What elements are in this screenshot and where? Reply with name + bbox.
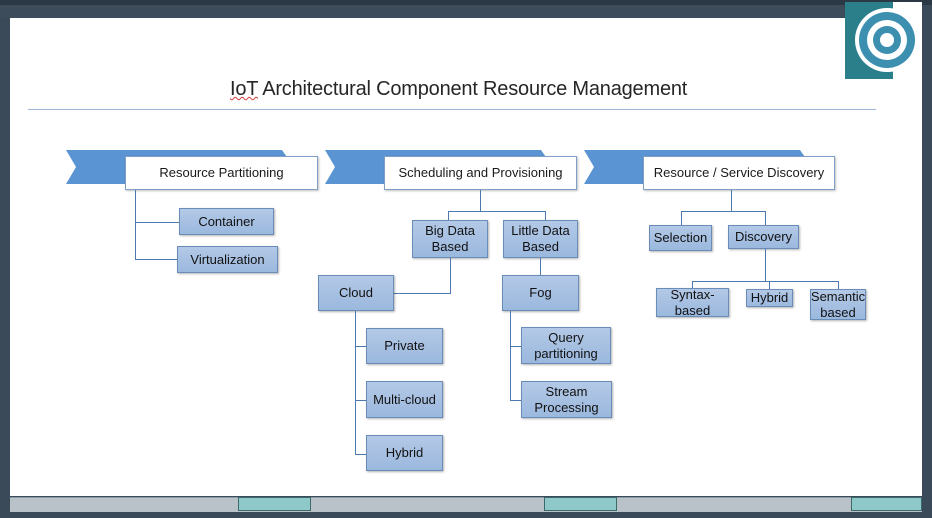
connector xyxy=(355,311,356,455)
connector xyxy=(681,211,682,225)
resource-partitioning-header: Resource Partitioning xyxy=(125,156,318,190)
connector xyxy=(480,190,481,211)
big-data-based-box: Big Data Based xyxy=(412,220,488,258)
resource-service-discovery-header: Resource / Service Discovery xyxy=(643,156,835,190)
connector xyxy=(510,311,511,401)
connector xyxy=(692,281,693,288)
connector xyxy=(765,211,766,225)
container-box: Container xyxy=(179,208,274,235)
slide-header-bar xyxy=(0,5,844,18)
connector xyxy=(510,400,521,401)
connector xyxy=(765,249,766,281)
title-rest: Architectural Component Resource Managem… xyxy=(257,78,688,100)
page-title: IoT Architectural Component Resource Man… xyxy=(230,78,710,104)
connector xyxy=(540,258,541,275)
connector xyxy=(355,346,366,347)
connector xyxy=(769,281,770,289)
connector xyxy=(135,190,136,260)
connector xyxy=(838,281,839,289)
connector xyxy=(545,211,546,220)
semantic-based-box: Semantic based xyxy=(810,288,866,320)
connector xyxy=(731,190,732,211)
title-prefix: IoT xyxy=(230,78,258,100)
connector xyxy=(448,211,545,212)
selection-box: Selection xyxy=(649,225,712,251)
stream-processing-box: Stream Processing xyxy=(521,381,612,418)
concentric-ring-logo xyxy=(845,2,922,79)
bottom-tab-3[interactable] xyxy=(851,497,922,511)
discovery-box: Discovery xyxy=(728,225,799,249)
cloud-box: Cloud xyxy=(318,275,394,311)
bottom-track xyxy=(10,497,922,512)
connector xyxy=(135,222,179,223)
virtualization-box: Virtualization xyxy=(177,246,278,273)
hybrid-cloud-box: Hybrid xyxy=(366,435,443,471)
syntax-based-box: Syntax-based xyxy=(656,287,729,318)
connector xyxy=(510,346,521,347)
scheduling-provisioning-header: Scheduling and Provisioning xyxy=(384,156,577,190)
little-data-based-box: Little Data Based xyxy=(503,220,578,258)
query-partitioning-box: Query partitioning xyxy=(521,327,611,364)
bottom-tab-2[interactable] xyxy=(544,497,617,511)
connector xyxy=(692,281,839,282)
connector xyxy=(135,259,177,260)
connector xyxy=(394,293,451,294)
private-box: Private xyxy=(366,328,443,364)
multi-cloud-box: Multi-cloud xyxy=(366,381,443,418)
connector xyxy=(355,400,366,401)
connector xyxy=(681,211,766,212)
connector xyxy=(448,211,449,220)
bottom-tab-1[interactable] xyxy=(238,497,311,511)
title-underline xyxy=(28,109,876,110)
fog-box: Fog xyxy=(502,275,579,311)
window-top-strip xyxy=(0,0,932,5)
connector xyxy=(450,258,451,294)
connector xyxy=(355,454,366,455)
hybrid-discovery-box: Hybrid xyxy=(746,289,793,307)
